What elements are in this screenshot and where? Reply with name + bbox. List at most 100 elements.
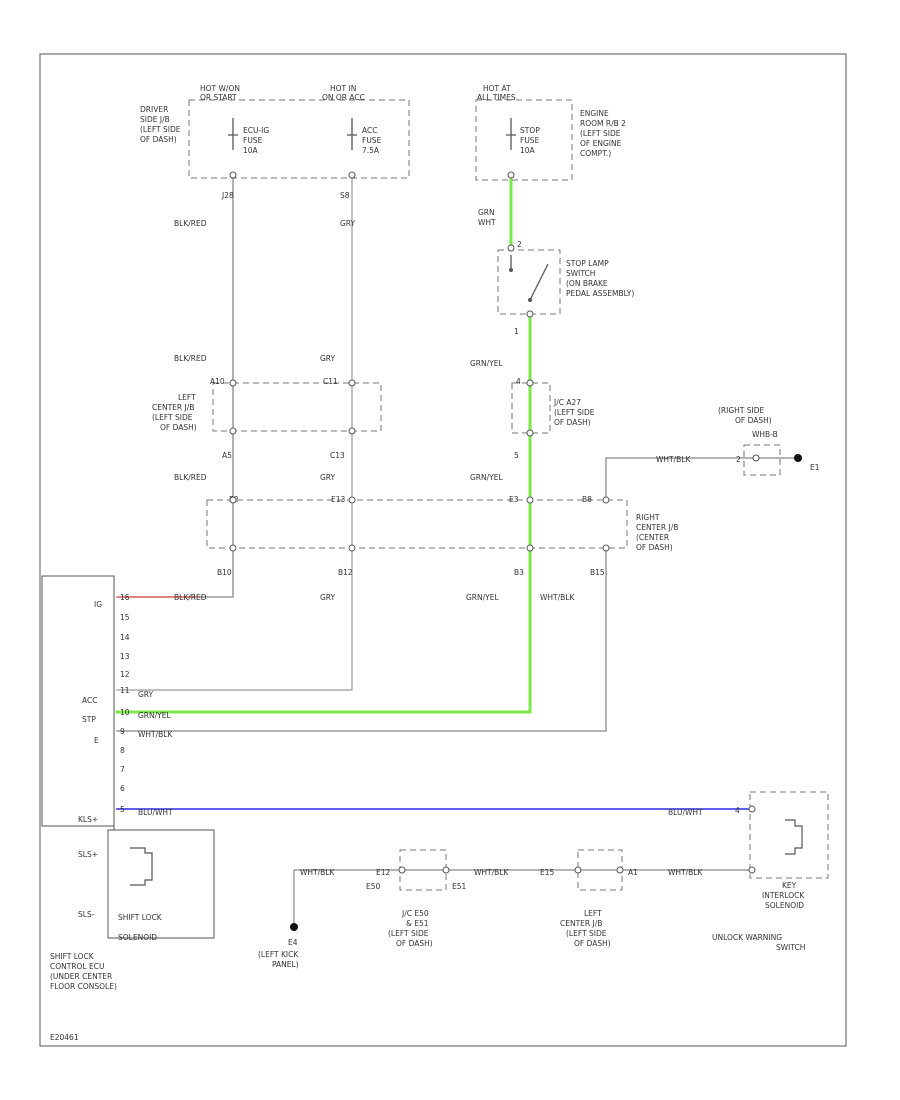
fuse-box-driver: HOT W/ON OR START DRIVER SIDE J/B (LEFT …: [140, 84, 410, 179]
svg-text:GRY: GRY: [320, 473, 336, 482]
svg-text:ECU-IG: ECU-IG: [243, 126, 269, 135]
svg-text:INTERLOCK: INTERLOCK: [762, 891, 805, 900]
svg-text:LEFT: LEFT: [178, 393, 196, 402]
fuse-box-stop: HOT AT ALL TIMES STOP FUSE 10A ENGINE RO…: [475, 84, 626, 181]
svg-text:SIDE J/B: SIDE J/B: [140, 115, 170, 124]
svg-text:GRY: GRY: [340, 219, 356, 228]
svg-text:GRN/YEL: GRN/YEL: [138, 711, 171, 720]
wire-gry: [116, 177, 353, 691]
svg-text:WHB-B: WHB-B: [752, 430, 778, 439]
svg-text:OF DASH): OF DASH): [636, 543, 673, 552]
svg-text:B12: B12: [338, 568, 353, 577]
svg-text:WHT: WHT: [478, 218, 496, 227]
svg-text:A10: A10: [210, 377, 225, 386]
svg-text:SLS+: SLS+: [78, 850, 98, 859]
svg-text:8: 8: [120, 746, 125, 755]
svg-text:(LEFT SIDE: (LEFT SIDE: [388, 929, 429, 938]
svg-text:9: 9: [120, 727, 125, 736]
svg-text:(LEFT SIDE: (LEFT SIDE: [566, 929, 607, 938]
svg-text:CENTER J/B: CENTER J/B: [560, 919, 602, 928]
svg-text:B10: B10: [217, 568, 232, 577]
stop-lamp-switch: 2 STOP LAMP SWITCH (ON BRAKE PEDAL ASSEM…: [497, 240, 634, 336]
svg-text:A1: A1: [628, 868, 638, 877]
svg-text:E4: E4: [288, 938, 298, 947]
svg-text:C13: C13: [330, 451, 345, 460]
svg-text:UNLOCK WARNING: UNLOCK WARNING: [712, 933, 782, 942]
svg-text:(LEFT SIDE: (LEFT SIDE: [554, 408, 595, 417]
svg-text:CENTER J/B: CENTER J/B: [152, 403, 194, 412]
svg-text:BLK/RED: BLK/RED: [174, 219, 207, 228]
jc-e50-e51: E12 E50 E51 J/C E50 & E51 (LEFT SIDE OF …: [366, 849, 467, 948]
svg-text:7.5A: 7.5A: [362, 146, 380, 155]
wire-blk-red: [199, 177, 234, 598]
svg-text:10A: 10A: [520, 146, 536, 155]
svg-text:FUSE: FUSE: [520, 136, 540, 145]
svg-text:OF DASH): OF DASH): [554, 418, 591, 427]
svg-text:WHT/BLK: WHT/BLK: [474, 868, 509, 877]
svg-text:HOT AT: HOT AT: [483, 84, 511, 93]
svg-text:E12: E12: [376, 868, 391, 877]
diagram-frame: [39, 53, 847, 1047]
svg-text:15: 15: [120, 613, 130, 622]
shift-lock-solenoid-box: [107, 829, 215, 939]
svg-text:4: 4: [516, 377, 521, 386]
svg-text:4: 4: [735, 806, 740, 815]
left-center-jb: A10 C11 LEFT CENTER J/B (LEFT SIDE OF DA…: [152, 377, 382, 460]
ground-e4: E4 (LEFT KICK PANEL): [258, 923, 299, 969]
svg-text:WHT/BLK: WHT/BLK: [540, 593, 575, 602]
svg-text:SWITCH: SWITCH: [776, 943, 805, 952]
svg-text:E: E: [94, 736, 99, 745]
svg-text:1: 1: [514, 327, 519, 336]
figure-code: E20461: [50, 1033, 79, 1042]
svg-text:(UNDER CENTER: (UNDER CENTER: [50, 972, 112, 981]
svg-text:OF DASH): OF DASH): [396, 939, 433, 948]
svg-text:RIGHT: RIGHT: [636, 513, 660, 522]
svg-text:OF DASH): OF DASH): [160, 423, 197, 432]
svg-text:ACC: ACC: [82, 696, 97, 705]
svg-text:CONTROL ECU: CONTROL ECU: [50, 962, 104, 971]
svg-text:10: 10: [120, 708, 130, 717]
svg-text:BLU/WHT: BLU/WHT: [138, 808, 173, 817]
svg-text:E13: E13: [331, 495, 346, 504]
svg-text:5: 5: [120, 805, 125, 814]
svg-text:B15: B15: [590, 568, 605, 577]
svg-text:ACC: ACC: [362, 126, 377, 135]
svg-text:& E51: & E51: [406, 919, 429, 928]
right-center-jb: E2 E13 E3 B8 RIGHT CENTER J/B (CENTER OF…: [206, 495, 678, 577]
svg-text:7: 7: [120, 765, 125, 774]
svg-text:ALL TIMES: ALL TIMES: [477, 93, 516, 102]
svg-text:STP: STP: [82, 715, 96, 724]
svg-text:FUSE: FUSE: [362, 136, 382, 145]
svg-text:STOP LAMP: STOP LAMP: [566, 259, 609, 268]
svg-text:(CENTER: (CENTER: [636, 533, 669, 542]
fuse-box-acc: HOT IN ON OR ACC ACC FUSE 7.5A: [322, 84, 382, 179]
wire-wht-blk-e1: [605, 457, 757, 501]
jc-a27: 4 J/C A27 (LEFT SIDE OF DASH) 5: [511, 377, 595, 460]
svg-text:BLK/RED: BLK/RED: [174, 354, 207, 363]
svg-text:E51: E51: [452, 882, 467, 891]
shift-lock-ecu: SHIFT LOCK SOLENOID 16 15 14 13 12 11 10…: [41, 575, 215, 991]
conn-s8: S8: [340, 191, 350, 200]
svg-text:WHT/BLK: WHT/BLK: [668, 868, 703, 877]
svg-text:BLK/RED: BLK/RED: [174, 593, 207, 602]
svg-text:2: 2: [736, 455, 741, 464]
svg-text:HOT IN: HOT IN: [330, 84, 356, 93]
wire-grn-yel: [115, 310, 532, 714]
svg-text:FUSE: FUSE: [243, 136, 263, 145]
svg-text:GRN/YEL: GRN/YEL: [466, 593, 499, 602]
svg-text:ROOM R/B 2: ROOM R/B 2: [580, 119, 626, 128]
svg-text:(LEFT KICK: (LEFT KICK: [258, 950, 299, 959]
ground-e1: (RIGHT SIDE OF DASH) WHB-B 2 E1: [718, 406, 820, 476]
key-interlock-solenoid: 4 KEY INTERLOCK SOLENOID UNLOCK WARNING …: [712, 791, 829, 952]
svg-text:SOLENOID: SOLENOID: [765, 901, 804, 910]
svg-text:E1: E1: [810, 463, 820, 472]
svg-text:SWITCH: SWITCH: [566, 269, 595, 278]
svg-text:J/C A27: J/C A27: [553, 398, 581, 407]
svg-text:10A: 10A: [243, 146, 259, 155]
svg-text:BLK/RED: BLK/RED: [174, 473, 207, 482]
svg-text:PEDAL ASSEMBLY): PEDAL ASSEMBLY): [566, 289, 634, 298]
svg-text:14: 14: [120, 633, 130, 642]
svg-text:COMPT.): COMPT.): [580, 149, 611, 158]
svg-text:B3: B3: [514, 568, 524, 577]
